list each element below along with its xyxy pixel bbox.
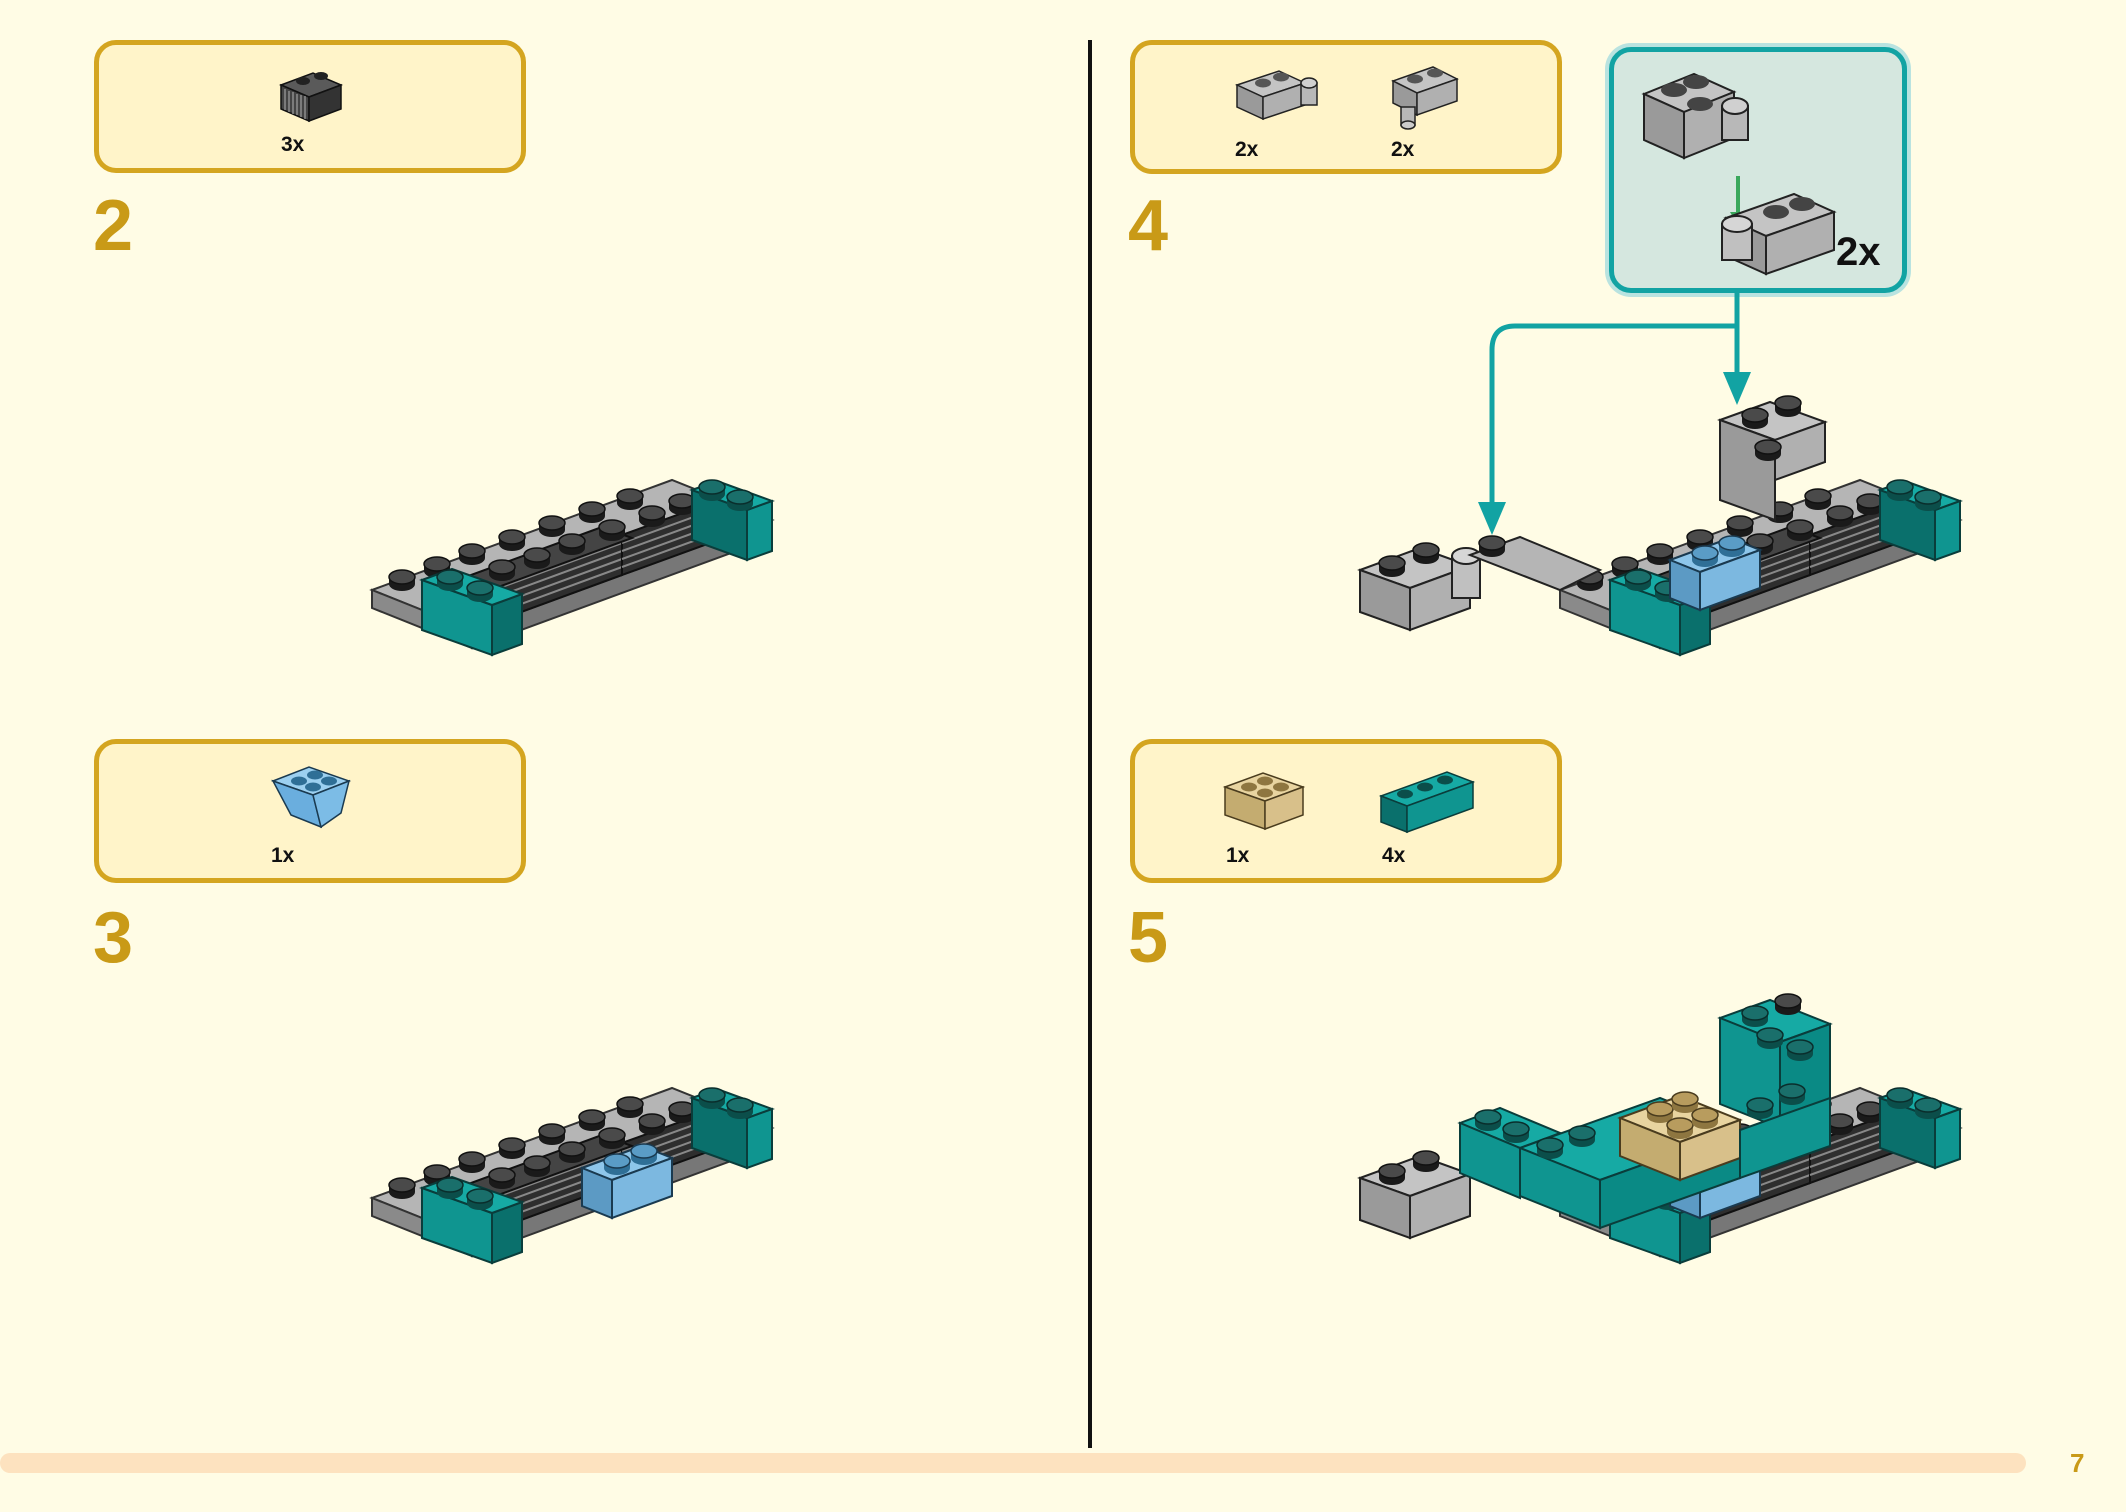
part-qty: 3x bbox=[281, 133, 305, 156]
step-number: 2 bbox=[93, 186, 134, 266]
progress-bar bbox=[0, 1453, 2026, 1473]
grille-brick-icon bbox=[278, 72, 344, 123]
sub-assembly-callout bbox=[1609, 47, 1907, 293]
step-4-assembly bbox=[1357, 395, 1860, 730]
hinge-brick-top-icon bbox=[1234, 70, 1318, 121]
step-number: 3 bbox=[93, 898, 134, 978]
part-qty: 1x bbox=[271, 844, 295, 867]
hinge-sub-assembly bbox=[1641, 72, 1837, 276]
parts-callout-step-5: 1x 4x bbox=[1130, 739, 1562, 883]
parts-callout-step-2: 3x bbox=[94, 40, 526, 173]
step-number: 5 bbox=[1128, 898, 1169, 978]
hinge-brick-bottom-icon bbox=[1391, 66, 1459, 130]
inverted-slope-icon bbox=[270, 766, 352, 829]
page-divider bbox=[1088, 40, 1092, 1448]
parts-callout-step-3: 1x bbox=[94, 739, 526, 883]
part-qty: 2x bbox=[1391, 138, 1415, 161]
part-qty: 2x bbox=[1235, 138, 1259, 161]
part-qty: 4x bbox=[1382, 844, 1406, 867]
part-qty: 1x bbox=[1226, 844, 1250, 867]
page-number: 7 bbox=[2070, 1448, 2085, 1478]
tan-brick-icon bbox=[1222, 772, 1306, 831]
step-5-assembly bbox=[1357, 993, 1860, 1338]
teal-brick-icon bbox=[1378, 771, 1476, 834]
step-number: 4 bbox=[1128, 186, 1169, 266]
parts-callout-step-4: 2x 2x bbox=[1130, 40, 1562, 174]
sub-assembly-qty: 2x bbox=[1836, 230, 1881, 274]
